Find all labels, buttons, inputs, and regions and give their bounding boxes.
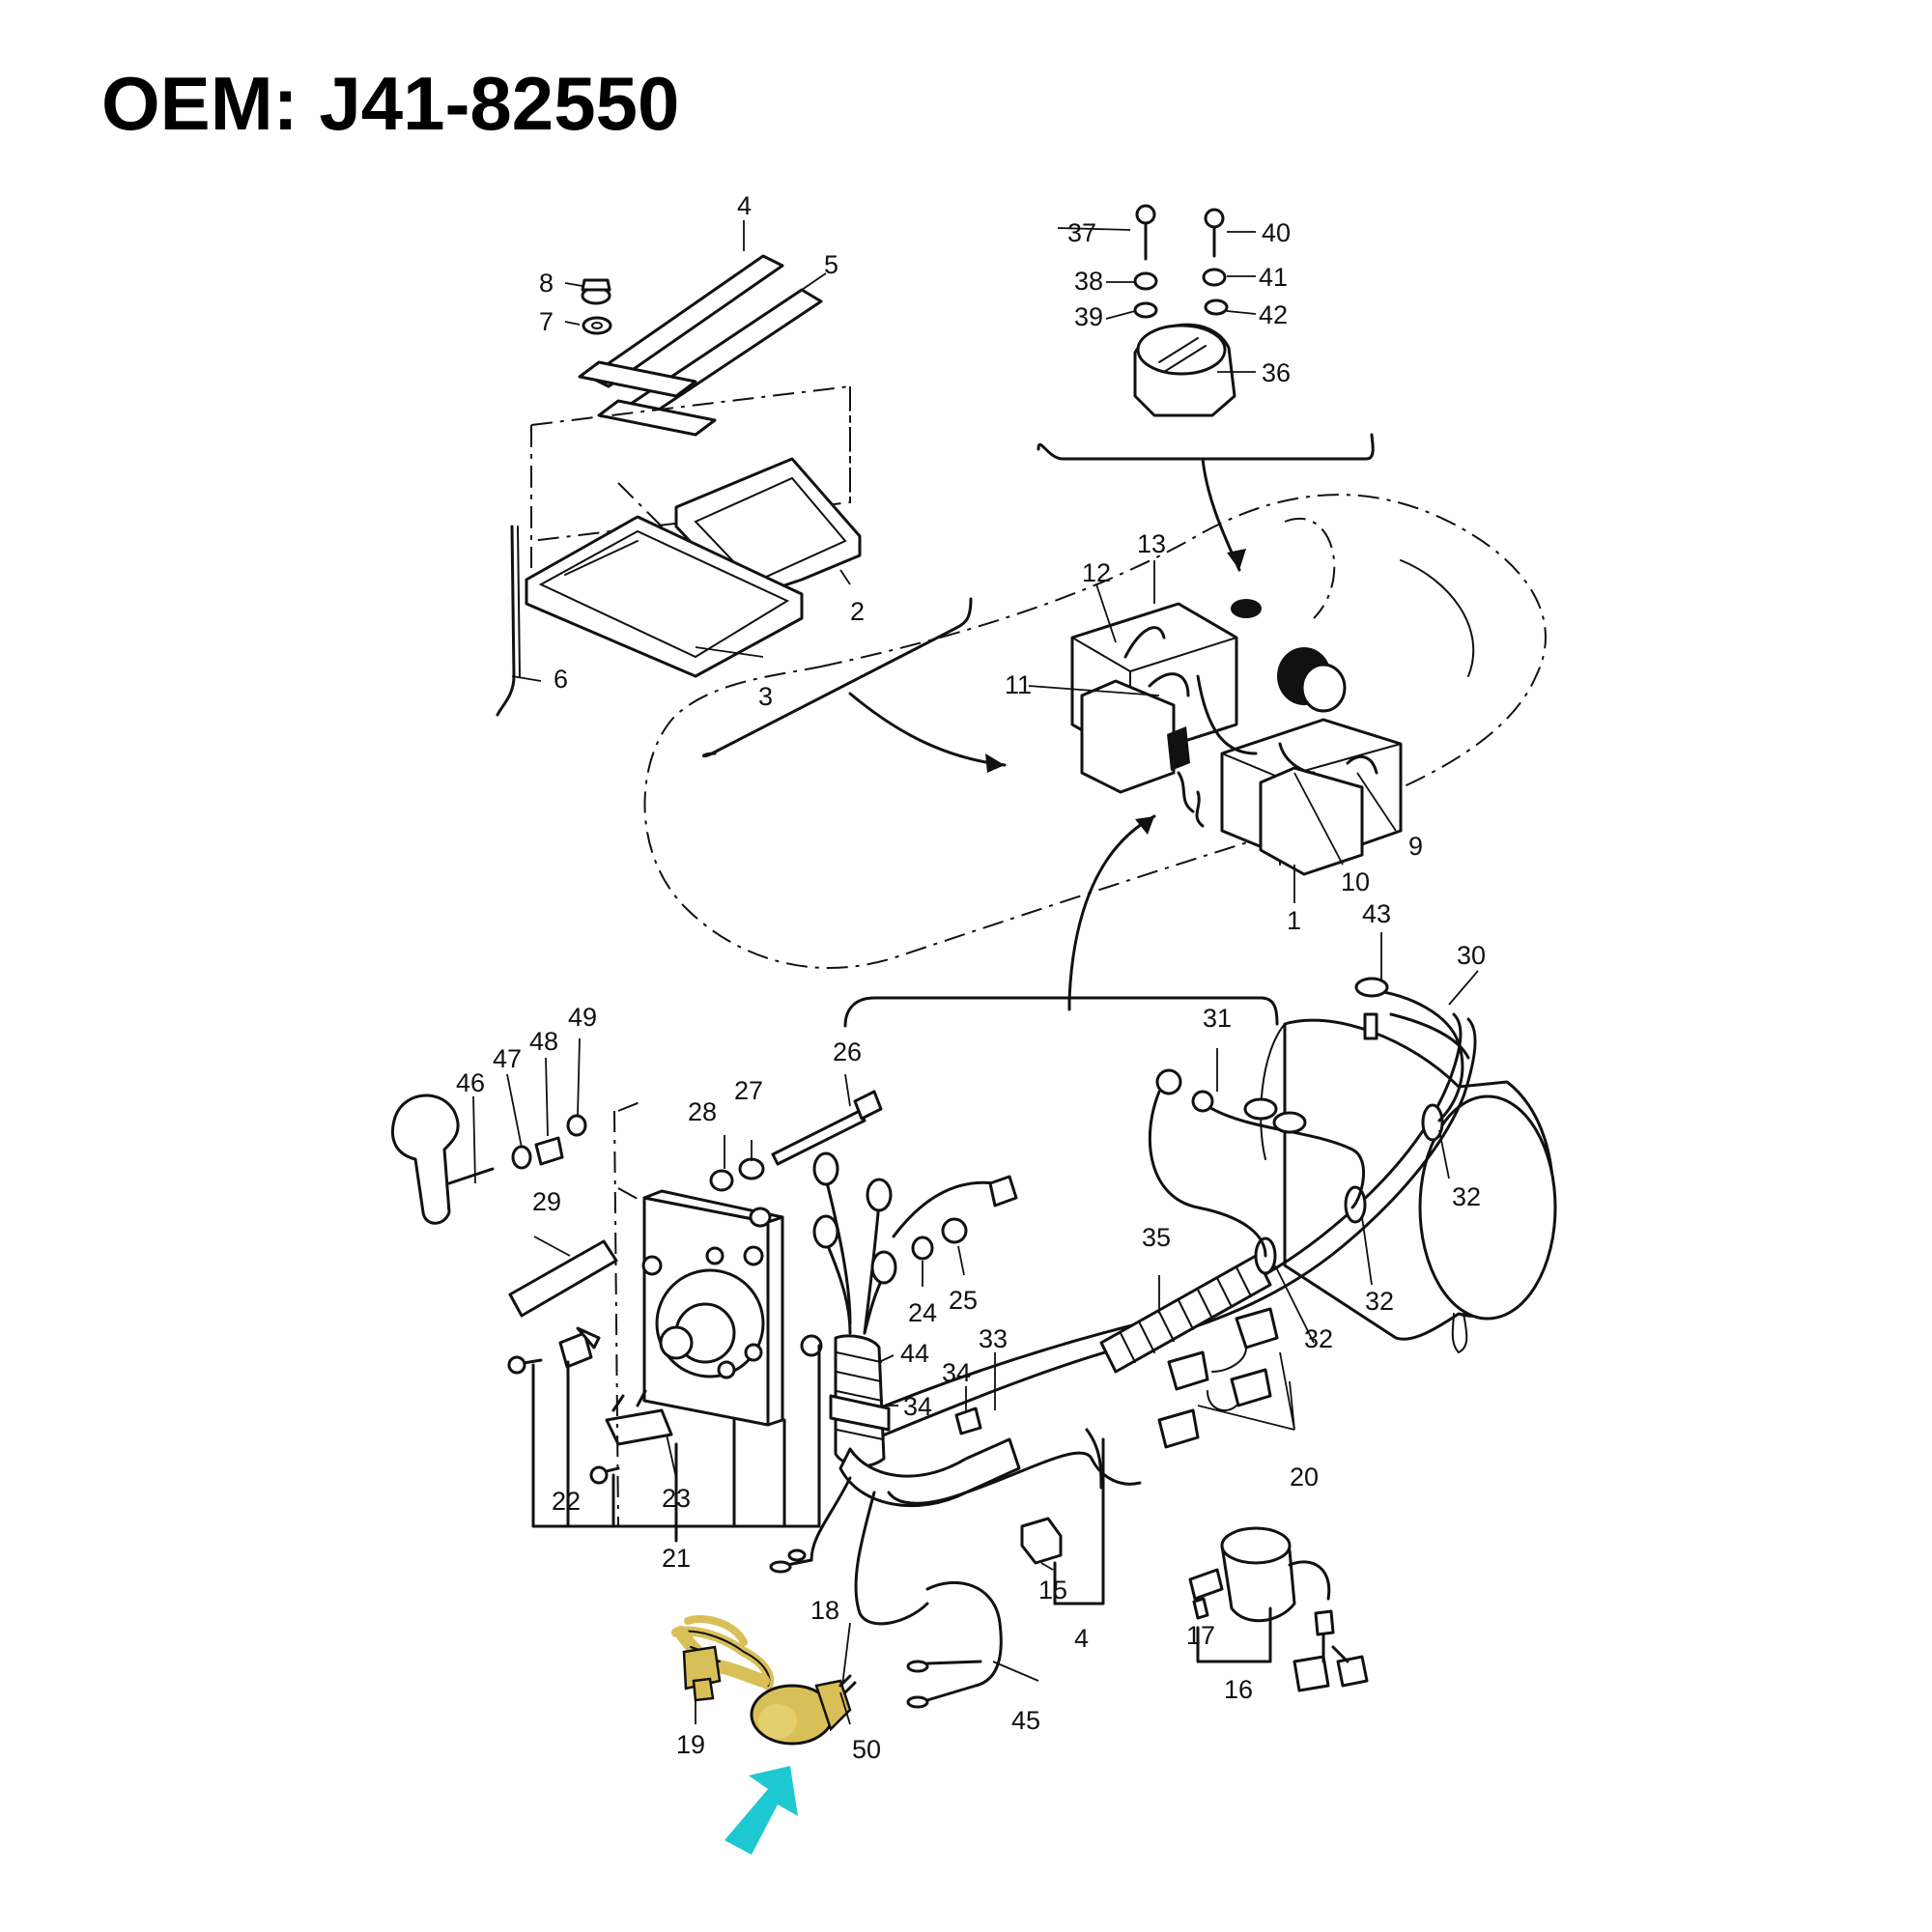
callout-16: 16 — [1224, 1675, 1253, 1704]
callout-38: 38 — [1074, 267, 1103, 296]
callout-7: 7 — [539, 307, 554, 336]
callout-21: 21 — [662, 1544, 691, 1573]
callout-46: 46 — [456, 1068, 485, 1097]
callout-20: 20 — [1290, 1463, 1319, 1492]
callout-49: 49 — [568, 1003, 597, 1032]
callout-22: 22 — [552, 1487, 581, 1516]
callout-45: 45 — [1011, 1706, 1040, 1735]
leader-lines — [472, 220, 1479, 1725]
callout-4: 4 — [737, 191, 752, 220]
corrugated-tube — [1099, 1254, 1272, 1374]
callout-1: 1 — [1287, 906, 1301, 935]
callout-5: 5 — [824, 250, 838, 279]
callout-17: 17 — [1186, 1621, 1215, 1650]
callout-32-a: 32 — [1452, 1182, 1481, 1211]
callout-35: 35 — [1142, 1223, 1171, 1252]
switch-and-wires — [769, 1437, 1369, 1709]
controller-callout-bracket — [531, 1344, 821, 1543]
harness-group-bracket — [843, 996, 1279, 1028]
pointer-arrow-icon — [724, 1766, 798, 1855]
callout-31: 31 — [1203, 1004, 1232, 1033]
callout-33: 33 — [979, 1324, 1008, 1353]
callout-19: 19 — [676, 1730, 705, 1759]
callout-29: 29 — [532, 1187, 561, 1216]
callout-26: 26 — [833, 1037, 862, 1066]
callout-10: 10 — [1341, 867, 1370, 896]
callout-8: 8 — [539, 269, 554, 298]
callout-labels: 4 5 8 7 6 3 2 37 40 38 41 39 42 36 13 12… — [456, 191, 1486, 1764]
callout-25: 25 — [949, 1286, 978, 1315]
callout-32-c: 32 — [1304, 1324, 1333, 1353]
callout-9: 9 — [1408, 832, 1423, 861]
charger-receptacle-assembly — [1037, 204, 1375, 572]
callout-36: 36 — [1262, 358, 1291, 387]
callout-23: 23 — [662, 1484, 691, 1513]
callout-15: 15 — [1038, 1576, 1067, 1605]
motor — [1260, 1018, 1557, 1354]
oem-part-number-title: OEM: J41-82550 — [101, 61, 680, 146]
callout-44: 44 — [900, 1339, 929, 1368]
callout-2: 2 — [850, 597, 865, 626]
tray-group-bracket — [701, 597, 1007, 773]
battery-tray-assembly — [496, 254, 862, 717]
wire-harness — [810, 977, 1477, 1626]
callout-28: 28 — [688, 1097, 717, 1126]
callout-13: 13 — [1137, 529, 1166, 558]
callout-43: 43 — [1362, 899, 1391, 928]
callout-47: 47 — [493, 1044, 522, 1073]
speed-controller — [391, 1090, 968, 1527]
callout-34-b: 34 — [903, 1392, 932, 1421]
callout-48: 48 — [529, 1027, 558, 1056]
callout-27: 27 — [734, 1076, 763, 1105]
highlighted-part-18 — [671, 1615, 857, 1746]
callout-6: 6 — [554, 665, 568, 694]
callout-39: 39 — [1074, 302, 1103, 331]
callout-40: 40 — [1262, 218, 1291, 247]
callout-11: 11 — [1005, 670, 1032, 699]
callout-18: 18 — [810, 1596, 839, 1625]
callout-32-b: 32 — [1365, 1287, 1394, 1316]
callout-50: 50 — [852, 1735, 881, 1764]
callout-37: 37 — [1067, 218, 1096, 247]
callout-24: 24 — [908, 1298, 937, 1327]
callout-4-lower: 4 — [1074, 1624, 1089, 1653]
callout-3: 3 — [758, 682, 773, 711]
callout-34-a: 34 — [942, 1358, 971, 1387]
callout-12: 12 — [1082, 558, 1111, 587]
callout-42: 42 — [1259, 300, 1288, 329]
callout-30: 30 — [1457, 941, 1486, 970]
callout-41: 41 — [1259, 263, 1288, 292]
battery-pack — [1067, 599, 1403, 1002]
